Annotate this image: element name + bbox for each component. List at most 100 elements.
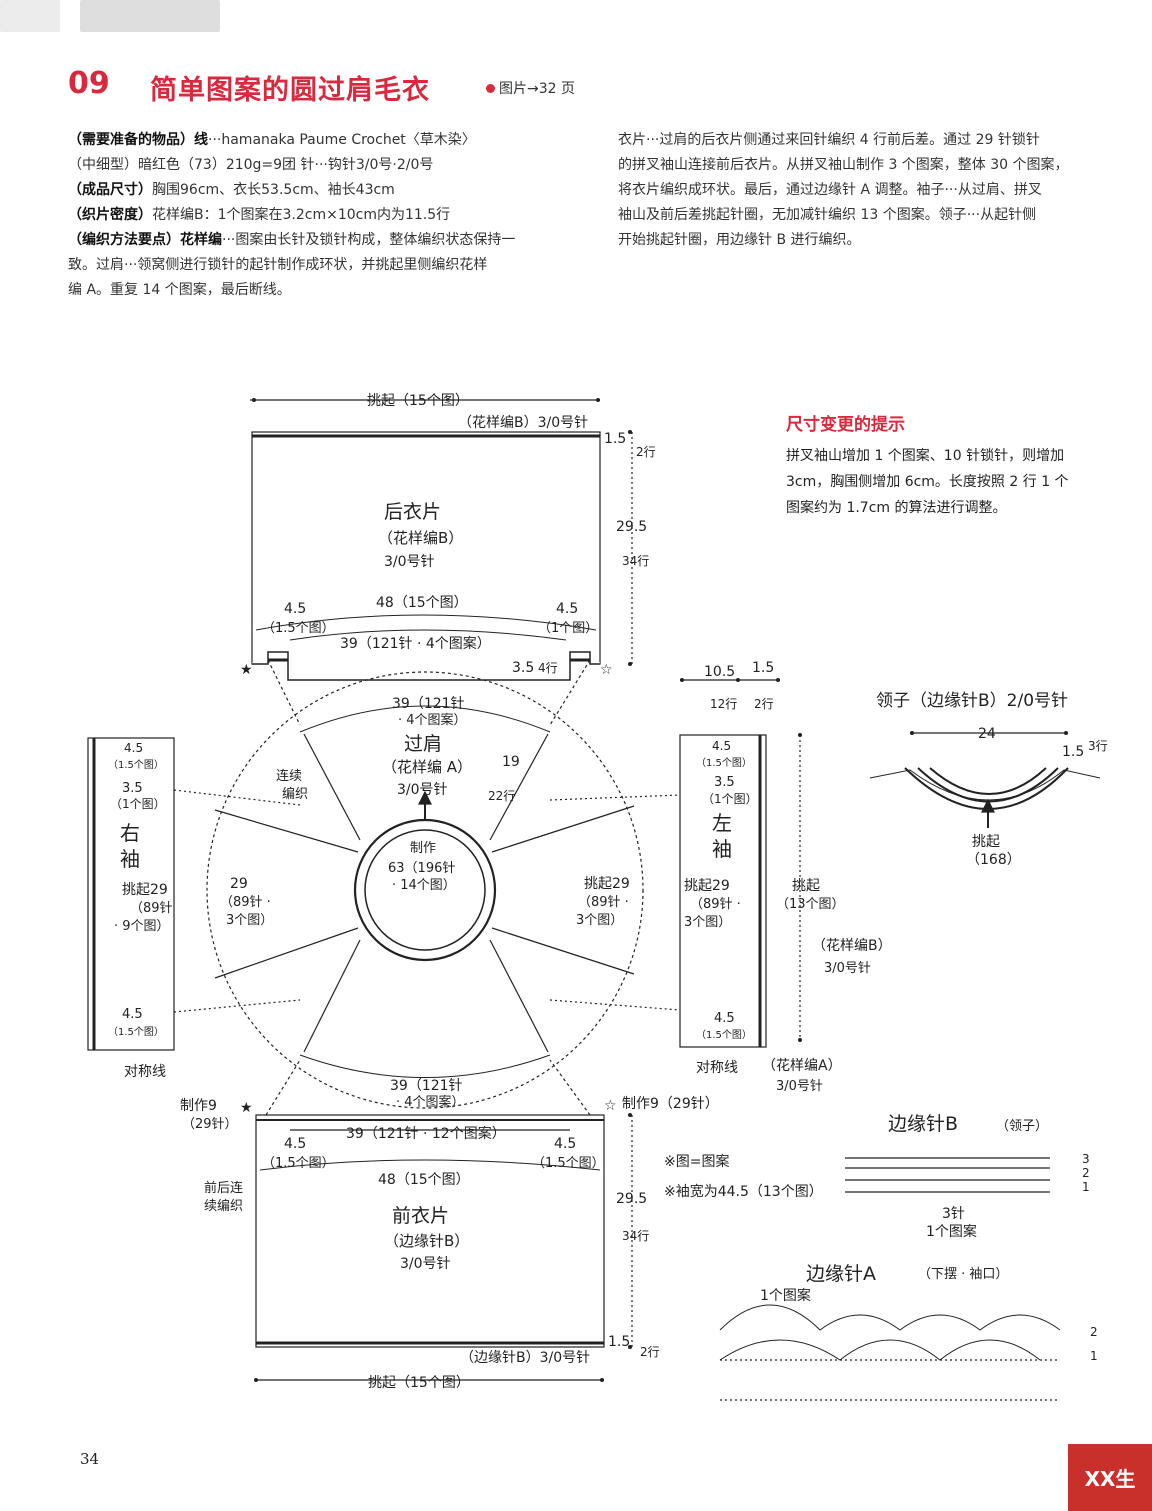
back-top-edge: （花样编B）3/0号针 [458, 415, 588, 431]
collar-pick: 挑起 [972, 834, 1000, 850]
lsleeve-width-1-rows: 12行 [710, 697, 737, 711]
lsleeve-bottom: 4.5 [714, 1011, 735, 1026]
text-line: 将衣片编织成环状。最后，通过边缘针 A 调整。袖子···从过肩、拼叉 [618, 182, 1042, 198]
lsleeve-body-pattern: （花样编B） [812, 938, 892, 954]
yoke-make-count-2: · 14个图） [392, 878, 456, 893]
front-inner: 39（121针 · 12个图案） [346, 1125, 506, 1142]
front-side-right: 4.5 [554, 1136, 576, 1152]
lsleeve-bottom-sub: （1.5个图） [696, 1029, 752, 1041]
lsleeve-pick-3: 3个图） [684, 915, 731, 930]
front-make-left-2: （29针） [182, 1117, 238, 1132]
front-connect-2: 续编织 [204, 1199, 243, 1214]
continuous-label-2: 编织 [282, 787, 308, 802]
dim-dot [252, 398, 256, 402]
yoke-make: 制作 [410, 841, 436, 856]
edge-b-row-1: 1 [1082, 1180, 1090, 1194]
back-top-pick: 挑起（15个图） [367, 393, 469, 409]
edge-a-unit: 1个图案 [760, 1287, 811, 1304]
rsleeve-mid: 3.5 [122, 781, 143, 796]
front-make-right: 制作9（29针） [622, 1096, 719, 1112]
lsleeve-pick-2: （89针 · [690, 897, 741, 912]
text-line: （需要准备的物品）线···hamanaka Paume Crochet〈草木染〉 [68, 132, 476, 148]
rsleeve-mid-sub: （1个图） [110, 797, 166, 811]
lsleeve-width-1: 10.5 [704, 664, 735, 680]
tip-line: 3cm，胸围侧增加 6cm。长度按照 2 行 1 个 [786, 474, 1069, 490]
rsleeve-bottom-sub: （1.5个图） [108, 1026, 164, 1038]
back-side-right: 4.5 [556, 601, 578, 617]
page-number: 34 [80, 1450, 100, 1468]
rsleeve-pick: 挑起29 [122, 882, 168, 898]
lsleeve-body-needle: 3/0号针 [824, 961, 871, 976]
text-line: 编 A。重复 14 个图案，最后断线。 [68, 282, 291, 298]
yoke-title: 过肩 [404, 733, 442, 755]
edge-b-row-3: 3 [1082, 1152, 1090, 1166]
lsleeve-sym: 对称线 [696, 1060, 738, 1076]
yoke-right: 挑起29 [584, 876, 630, 892]
rsleeve-title-2: 袖 [120, 847, 140, 871]
method-text: 衣片···过肩的后衣片侧通过来回针编织 4 行前后差。通过 29 针锁针 的拼叉… [618, 128, 1128, 253]
text-line: 开始挑起针圈，用边缘针 B 进行编织。 [618, 232, 861, 248]
photo-reference-text: 图片→32 页 [499, 81, 575, 97]
lsleeve-mid: 3.5 [714, 775, 735, 790]
rsleeve-top-sub: （1.5个图） [108, 759, 164, 771]
text-line: 袖山及前后差挑起针圈，无加减针编织 13 个图案。领子···从起针侧 [618, 207, 1037, 223]
lsleeve-length-pick: 挑起 [792, 878, 820, 894]
text-line: （编织方法要点）花样编···图案由长针及锁针构成，整体编织状态保持一 [68, 232, 516, 248]
yoke-rows-2: 22行 [488, 789, 515, 803]
front-width: 48（15个图） [378, 1172, 470, 1188]
text-line: （织片密度）花样编B：1个图案在3.2cm×10cm内为11.5行 [68, 207, 451, 223]
bullet-icon [486, 84, 495, 93]
text-line: （成品尺寸）胸围96cm、衣长53.5cm、袖长43cm [68, 182, 395, 198]
lsleeve-mid-sub: （1个图） [702, 792, 758, 806]
back-panel-pattern: （花样编B） [378, 529, 463, 547]
yoke-left-2: （89针 · [220, 895, 271, 910]
tip-line: 拼叉袖山增加 1 个图案、10 针锁针，则增加 [786, 447, 1064, 464]
edge-b-title: 边缘针B [888, 1113, 958, 1135]
edge-b-count: 3针 [942, 1206, 965, 1222]
edge-a-title: 边缘针A [806, 1263, 876, 1285]
page-title: 简单图案的圆过肩毛衣 [150, 75, 430, 106]
front-edge-rows: 2行 [640, 1345, 660, 1359]
edge-a-row-1: 1 [1090, 1349, 1098, 1363]
front-panel-title: 前衣片 [392, 1205, 449, 1227]
rsleeve-pick-3: · 9个图） [114, 919, 170, 934]
back-body-height: 29.5 [616, 519, 647, 535]
yoke-pattern: （花样编 A） [382, 758, 472, 776]
edge-a-sub: （下摆 · 袖口） [918, 1267, 1008, 1282]
blurred-header-left [0, 0, 60, 32]
back-inner: 39（121针 · 4个图案） [340, 635, 491, 652]
star-outline-icon: ☆ [600, 662, 613, 678]
lsleeve-length-pick-2: （13个图） [776, 897, 845, 912]
front-body-height: 29.5 [616, 1191, 647, 1207]
front-bottom-edge: （边缘针B）3/0号针 [460, 1350, 590, 1366]
rsleeve-top: 4.5 [124, 741, 143, 755]
yoke-top-count: 39（121针 [392, 696, 465, 712]
lsleeve-title-1: 左 [712, 811, 732, 835]
tip-line: 图案约为 1.7cm 的算法进行调整。 [786, 499, 1007, 516]
yoke-needle: 3/0号针 [397, 782, 448, 798]
edge-b-sub: （领子） [996, 1119, 1048, 1134]
star-filled-icon: ★ [240, 1100, 253, 1116]
lsleeve-cuff-pattern: （花样编A） [762, 1058, 842, 1074]
front-side-left: 4.5 [284, 1136, 306, 1152]
rsleeve-pick-2: （89针 [130, 901, 173, 916]
note-1: ※图=图案 [664, 1153, 729, 1170]
collar-height-rows: 3行 [1088, 739, 1108, 753]
yoke-left-3: 3个图） [226, 913, 273, 928]
blurred-header-right [80, 0, 220, 32]
watermark-logo: XX生 [1068, 1444, 1152, 1511]
tip-title: 尺寸变更的提示 [786, 414, 905, 435]
collar-pick-2: （168） [966, 852, 1021, 868]
rsleeve-bottom: 4.5 [122, 1007, 143, 1022]
back-diff-rows: 4行 [538, 661, 558, 675]
text-line: 衣片···过肩的后衣片侧通过来回针编织 4 行前后差。通过 29 针锁针 [618, 132, 1040, 148]
star-outline-icon: ☆ [604, 1098, 617, 1114]
lsleeve-title-2: 袖 [712, 837, 732, 861]
yoke-bottom-count-2: · 4个图案） [396, 1095, 465, 1110]
front-side-right-sub: （1.5个图） [532, 1156, 605, 1171]
dim-dot [596, 398, 600, 402]
back-diff: 3.5 [512, 660, 534, 676]
front-panel [255, 1114, 605, 1348]
yoke-make-count: 63（196针 [388, 861, 455, 876]
